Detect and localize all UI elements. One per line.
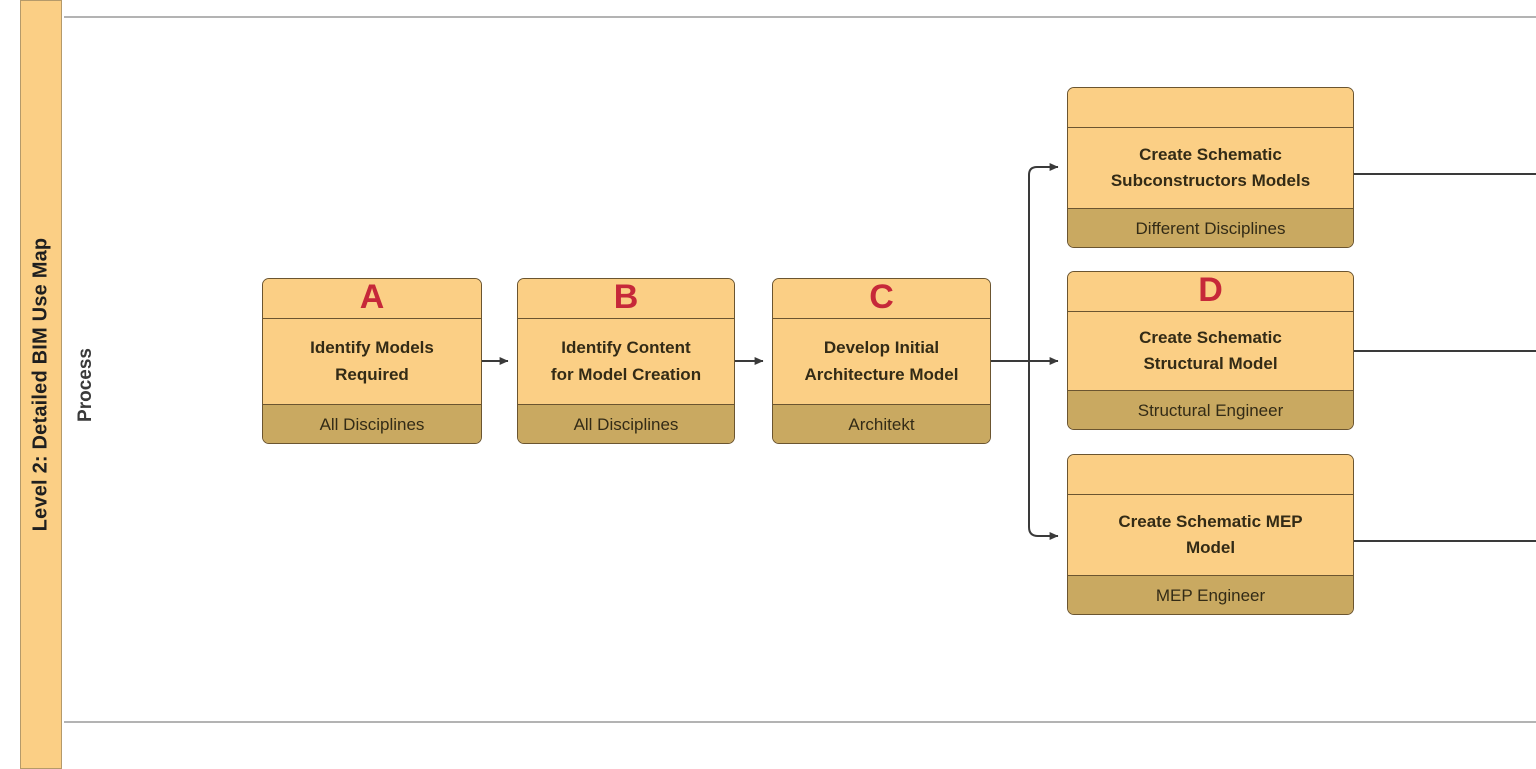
process-node-c[interactable]: C Develop Initial Architecture Model Arc… (772, 278, 991, 444)
node-c-footer: Architekt (773, 404, 990, 443)
lane-sub-label-text: Process (75, 347, 97, 422)
node-subconstructors-role: Different Disciplines (1135, 218, 1286, 238)
lane-divider-top (64, 16, 1536, 18)
process-node-mep[interactable]: Create Schematic MEP Model MEP Engineer (1067, 454, 1354, 615)
node-a-footer: All Disciplines (263, 404, 481, 443)
process-node-a[interactable]: A Identify Models Required All Disciplin… (262, 278, 482, 444)
node-c-header: C (773, 279, 990, 319)
node-d-body: Create Schematic Structural Model (1068, 312, 1353, 390)
node-d-title: Create Schematic Structural Model (1139, 327, 1282, 373)
node-mep-role: MEP Engineer (1155, 585, 1266, 605)
node-c-role: Architekt (848, 414, 915, 434)
node-subconstructors-footer: Different Disciplines (1068, 208, 1353, 247)
node-b-role: All Disciplines (573, 414, 679, 434)
node-mep-title: Create Schematic MEP Model (1118, 511, 1303, 557)
node-c-title: Develop Initial Architecture Model (804, 338, 959, 384)
node-mep-header (1068, 455, 1353, 495)
node-d-footer: Structural Engineer (1068, 390, 1353, 429)
node-a-header: A (263, 279, 481, 319)
process-node-d[interactable]: D Create Schematic Structural Model Stru… (1067, 271, 1354, 430)
node-b-header: B (518, 279, 734, 319)
connector-c-to-sub (1028, 163, 1059, 361)
node-b-title: Identify Content for Model Creation (550, 338, 702, 384)
node-b-footer: All Disciplines (518, 404, 734, 443)
node-mep-body: Create Schematic MEP Model (1068, 495, 1353, 575)
connector-c-to-mep (1028, 361, 1059, 540)
node-a-body: Identify Models Required (263, 319, 481, 404)
node-c-letter: C (869, 278, 894, 316)
node-d-header: D (1068, 272, 1353, 312)
node-b-body: Identify Content for Model Creation (518, 319, 734, 404)
lane-sub-label: Process (63, 0, 109, 769)
node-subconstructors-title: Create Schematic Subconstructors Models (1110, 144, 1311, 190)
node-d-role: Structural Engineer (1137, 400, 1284, 420)
node-subconstructors-header (1068, 88, 1353, 128)
node-mep-footer: MEP Engineer (1068, 575, 1353, 614)
node-c-body: Develop Initial Architecture Model (773, 319, 990, 404)
node-a-role: All Disciplines (319, 414, 425, 434)
node-d-letter: D (1198, 271, 1223, 309)
lane-title: Level 2: Detailed BIM Use Map (29, 237, 52, 532)
node-a-title: Identify Models Required (310, 338, 434, 384)
process-node-b[interactable]: B Identify Content for Model Creation Al… (517, 278, 735, 444)
lane-divider-bottom (64, 721, 1536, 723)
node-a-letter: A (359, 278, 385, 316)
node-subconstructors-body: Create Schematic Subconstructors Models (1068, 128, 1353, 208)
lane-title-band: Level 2: Detailed BIM Use Map (20, 0, 62, 769)
node-b-letter: B (613, 278, 639, 316)
process-node-subconstructors[interactable]: Create Schematic Subconstructors Models … (1067, 87, 1354, 248)
